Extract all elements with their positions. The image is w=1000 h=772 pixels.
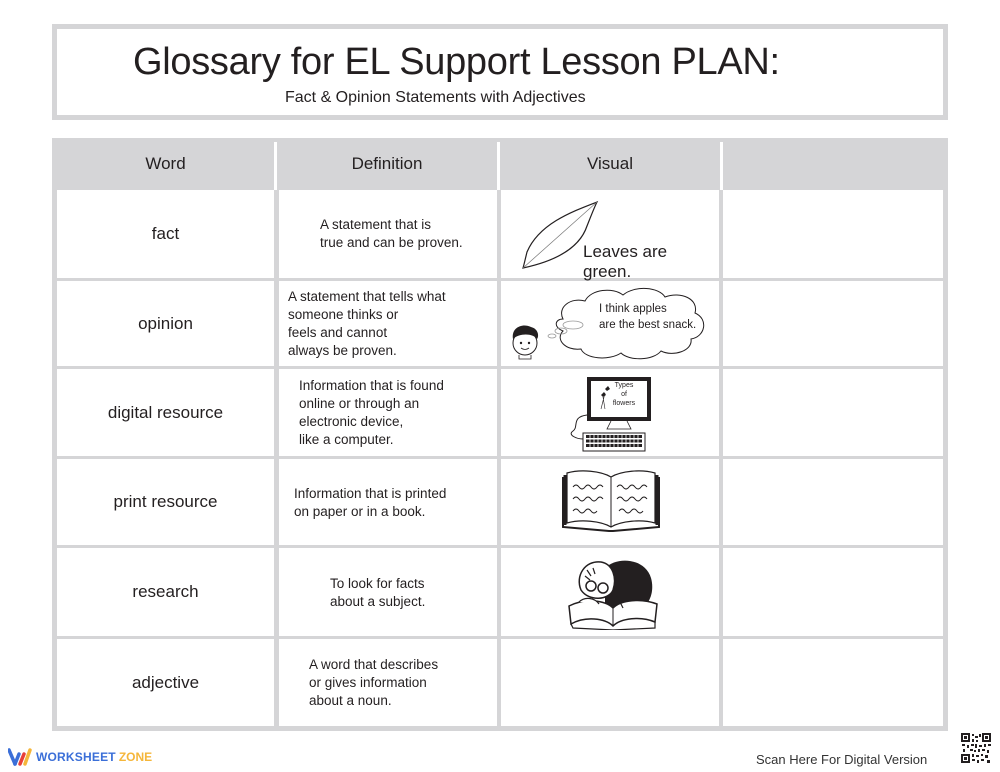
table-row-empty-cell — [723, 548, 943, 636]
table-row-definition-cell: A statement that tells what someone thin… — [279, 281, 497, 366]
table-row-definition-cell: Information that is found online or thro… — [279, 369, 497, 456]
column-header-empty — [723, 138, 943, 190]
table-row-word: digital resource — [57, 369, 274, 456]
table-row-word: print resource — [57, 459, 274, 545]
table-row-definition-cell: A word that describes or gives informati… — [279, 639, 497, 726]
screen-caption: Types of flowers — [612, 382, 636, 407]
worksheetzone-logo-icon — [8, 748, 32, 766]
visual-caption: Leaves are green. — [583, 242, 668, 281]
open-book-icon — [562, 470, 660, 532]
table-row-word: opinion — [57, 281, 274, 366]
scan-prompt: Scan Here For Digital Version — [756, 752, 928, 767]
definition-text: A statement that is true and can be prov… — [320, 217, 463, 250]
worksheetzone-logo[interactable]: WORKSHEET ZONE — [8, 748, 152, 766]
table-row-visual-cell: I think apples are the best snack. — [501, 281, 719, 366]
page-subtitle: Fact & Opinion Statements with Adjective… — [285, 89, 586, 106]
qr-code-icon[interactable] — [960, 732, 992, 764]
brand-name-part2: ZONE — [118, 750, 153, 764]
table-row-definition-cell: To look for facts about a subject. — [279, 548, 497, 636]
table-row-empty-cell — [723, 369, 943, 456]
table-row-visual-cell — [501, 639, 719, 726]
thinking-boy-icon — [512, 288, 705, 360]
definition-text: Information that is found online or thro… — [299, 378, 444, 447]
table-row-visual-cell: Types of flowers — [501, 369, 719, 456]
header-divider — [720, 142, 723, 190]
table-row-visual-cell — [501, 548, 719, 636]
table-row-word: adjective — [57, 639, 274, 726]
table-row-empty-cell — [723, 190, 943, 278]
column-header-definition: Definition — [277, 138, 497, 190]
table-row-empty-cell — [723, 281, 943, 366]
header-divider — [274, 142, 277, 190]
definition-text: A statement that tells what someone thin… — [288, 289, 446, 358]
glossary-table: Word Definition Visual fact A statement … — [52, 138, 948, 731]
table-row-definition-cell: A statement that is true and can be prov… — [279, 190, 497, 278]
column-header-word: Word — [57, 138, 274, 190]
leaf-icon — [522, 200, 599, 269]
table-row-empty-cell — [723, 459, 943, 545]
page-title: Glossary for EL Support Lesson PLAN: — [133, 41, 780, 83]
brand-name-part1: WORKSHEET — [36, 750, 116, 764]
reading-person-icon — [568, 560, 658, 630]
table-row-visual-cell — [501, 459, 719, 545]
table-row-visual-cell: Leaves are green. — [501, 190, 719, 281]
table-row-definition-cell: Information that is printed on paper or … — [279, 459, 497, 545]
computer-icon — [570, 377, 651, 452]
table-row-empty-cell — [723, 639, 943, 726]
definition-text: Information that is printed on paper or … — [294, 486, 447, 519]
header-divider — [497, 142, 500, 190]
column-header-visual: Visual — [500, 138, 720, 190]
definition-text: A word that describes or gives informati… — [309, 657, 439, 708]
visual-caption: I think apples are the best snack. — [599, 303, 697, 331]
title-box: Glossary for EL Support Lesson PLAN: Fac… — [52, 24, 948, 120]
definition-text: To look for facts about a subject. — [330, 576, 426, 609]
table-row-word: fact — [57, 190, 274, 278]
table-row-word: research — [57, 548, 274, 636]
